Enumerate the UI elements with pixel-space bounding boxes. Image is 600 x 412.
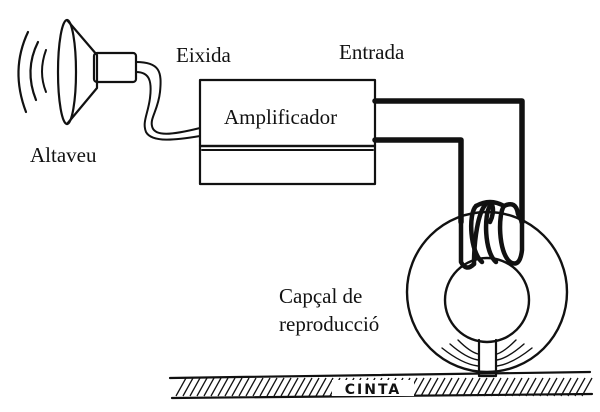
tape-hatch-line <box>252 377 264 397</box>
tape-hatch-line <box>434 377 446 397</box>
tape-hatch-line <box>182 377 194 397</box>
tape-hatch-line <box>497 377 509 397</box>
output-label: Eixida <box>176 43 231 67</box>
tape-hatch-line <box>245 377 257 397</box>
tape-hatch-line <box>322 377 334 397</box>
speaker <box>56 18 138 126</box>
tape-hatch-line <box>511 377 523 397</box>
tape-hatch-line <box>287 377 299 397</box>
tape-hatch-line <box>518 377 530 397</box>
tape-hatch-line <box>413 377 425 397</box>
tape-hatch-line <box>490 377 502 397</box>
tape-hatch-line <box>266 377 278 397</box>
tape-hatch-line <box>532 377 544 397</box>
tape-hatch-line <box>539 377 551 397</box>
tape-hatch-line <box>294 377 306 397</box>
tape-hatch-line <box>259 377 271 397</box>
tape-hatch-line <box>189 377 201 397</box>
speaker-cable <box>135 61 201 141</box>
tape-hatch-line <box>420 377 432 397</box>
tape-label-bg <box>332 380 414 396</box>
tape-hatch-line <box>224 377 236 397</box>
tape-hatch-line <box>560 377 572 397</box>
amplifier-label: Amplificador <box>224 105 337 129</box>
input-label: Entrada <box>339 40 405 64</box>
coil <box>458 199 525 270</box>
tape-hatch-line <box>196 377 208 397</box>
tape: CINTA <box>168 370 594 400</box>
tape-hatch-line <box>315 377 327 397</box>
tape-hatch-line <box>525 377 537 397</box>
tape-hatch-line <box>504 377 516 397</box>
sound-waves <box>17 30 47 114</box>
tape-hatch-line <box>567 377 579 397</box>
tape-hatch-line <box>231 377 243 397</box>
tape-hatch-line <box>203 377 215 397</box>
tape-hatch-line <box>483 377 495 397</box>
amplifier <box>198 78 377 186</box>
tape-hatch-line <box>238 377 250 397</box>
tape-hatch-line <box>427 377 439 397</box>
tape-hatch-line <box>455 377 467 397</box>
tape-hatch-line <box>546 377 558 397</box>
tape-hatch-line <box>553 377 565 397</box>
tape-label: CINTA <box>345 382 402 398</box>
input-wires <box>372 98 525 225</box>
tape-hatch-line <box>308 377 320 397</box>
head-label-line1: Capçal de <box>279 284 362 308</box>
head-label-line2: reproducció <box>279 312 379 336</box>
tape-hatch-line <box>448 377 460 397</box>
tape-hatch-line <box>175 377 187 397</box>
tape-hatch-line <box>441 377 453 397</box>
tape-hatch-line <box>273 377 285 397</box>
tape-hatch-line <box>462 377 474 397</box>
playback-head <box>405 199 569 378</box>
tape-hatch-line <box>301 377 313 397</box>
tape-hatch-line <box>469 377 481 397</box>
tape-hatch-line <box>581 377 593 397</box>
tape-hatch-line <box>574 377 586 397</box>
tape-hatch-line <box>210 377 222 397</box>
tape-hatch-line <box>217 377 229 397</box>
speaker-label: Altaveu <box>30 143 97 167</box>
tape-hatch-line <box>280 377 292 397</box>
tape-hatch-line <box>476 377 488 397</box>
